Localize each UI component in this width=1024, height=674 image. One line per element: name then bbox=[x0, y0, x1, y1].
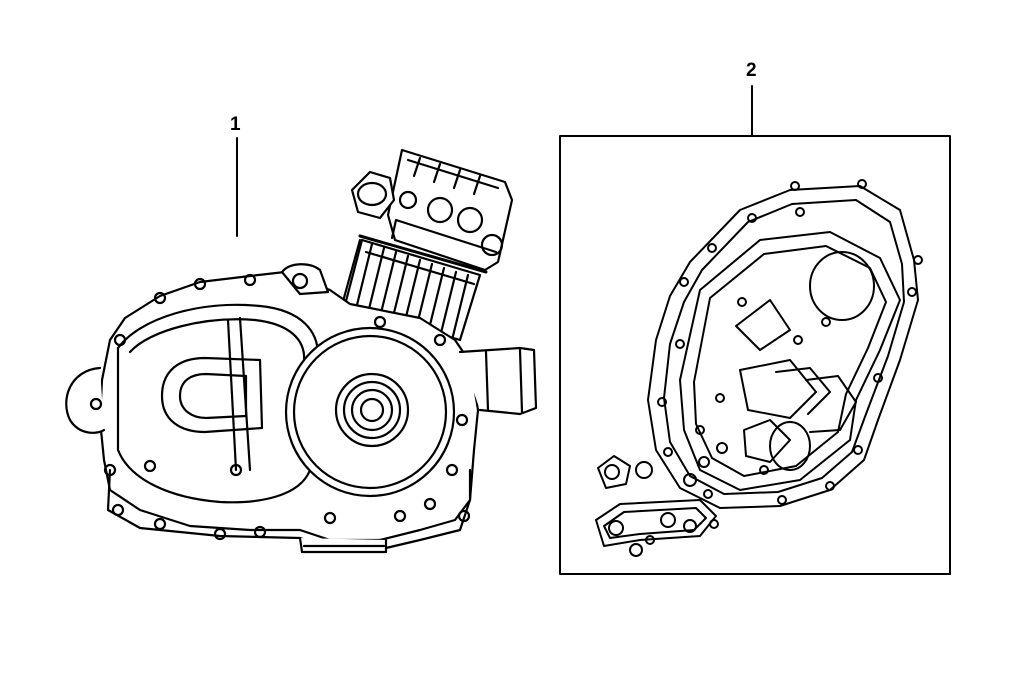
small-gaskets bbox=[595, 455, 719, 557]
gasket-holes bbox=[657, 179, 923, 505]
cvt-recess bbox=[160, 356, 264, 434]
clutch-cover bbox=[284, 326, 456, 498]
gasket-set-frame bbox=[559, 135, 951, 575]
callout-label-2: 2 bbox=[746, 60, 757, 81]
cover-gasket-inner bbox=[679, 231, 901, 491]
engine-assembly-drawing bbox=[65, 148, 538, 554]
cylinder-head bbox=[350, 148, 514, 272]
crankcase-bolts bbox=[89, 273, 471, 541]
cover-gasket-outer bbox=[647, 185, 919, 509]
callout-label-1: 1 bbox=[230, 114, 241, 135]
gasket-set-drawing bbox=[595, 179, 923, 557]
